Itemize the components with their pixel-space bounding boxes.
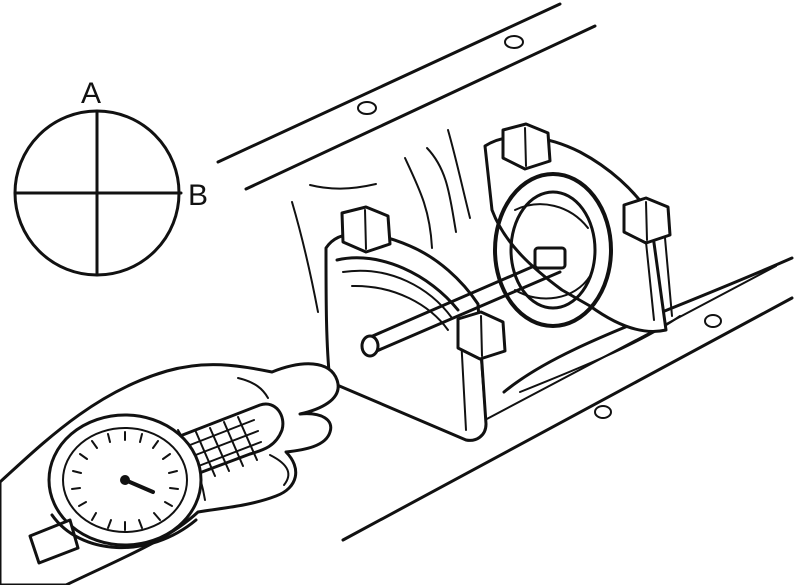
dial-bore-gauge [0,362,340,585]
measurement-direction-key: A B [13,77,208,277]
rear-cap-foot [664,237,673,317]
bearing-bore-inner [509,190,597,310]
shaft-end [360,334,380,358]
block-wall-left [291,201,319,313]
shaft-upper-line [366,255,557,340]
gauge-bezel-edge [50,513,198,549]
dial-center [120,475,130,485]
nut-edge [524,127,527,167]
rear-left-nut [501,122,552,171]
finger-line [237,377,269,399]
knurled-grip [189,419,262,468]
finger-line [269,454,290,486]
rear-cap-foot [645,241,655,321]
bearing-shell-line [514,275,591,300]
bolt-hole [594,405,612,419]
lower-rail-lower-line [341,296,794,542]
gauge-shaft [360,246,567,358]
label-a: A [81,77,101,110]
bolt-hole [504,35,524,49]
bearing-shell-line [514,203,589,229]
upper-rail-outer-line [216,2,562,164]
nut-edge [645,201,648,241]
nut-edge [364,209,367,250]
rail-edge-upper [465,265,777,431]
rear-cap-body [483,135,668,333]
shaft-lower-line [370,270,562,355]
front-cap-curve [342,269,453,319]
bolt-hole [357,101,377,115]
front-cap-curve [335,256,460,312]
cylinder-block-outline [216,2,794,542]
rear-bearing-cap [483,122,673,333]
bore-thread-line [447,129,471,219]
bore-thread-line [404,157,433,249]
bearing-bore-ring [493,172,613,328]
block-wall-curve [309,183,377,190]
bolt-hole [704,314,722,328]
knurled-grip [195,416,258,477]
upper-rail-inner-line [244,24,597,191]
lower-rail-upper-line [502,256,794,394]
gauge-contact-tip [533,246,567,270]
bore-thread-line [426,147,457,233]
dial-needle [123,478,155,494]
dial-tick-marks [71,431,179,531]
label-b: B [188,179,208,212]
bearing-cap [324,205,507,442]
nut-edge [480,315,483,357]
dial-inner-ring [62,427,188,533]
